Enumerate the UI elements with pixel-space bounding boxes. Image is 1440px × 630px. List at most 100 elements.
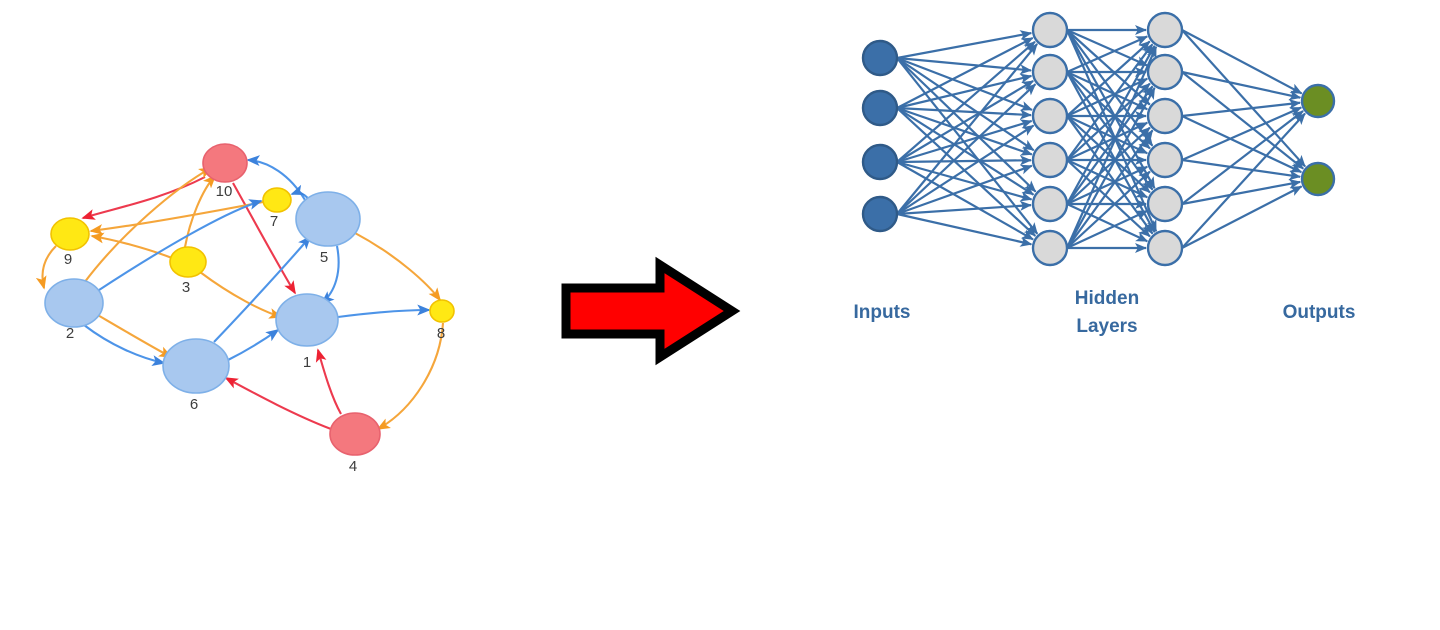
nn-edge-l2n0-l3n0 <box>1181 29 1303 95</box>
graph-node-6[interactable] <box>162 338 230 394</box>
nn-edge-l2n0-l3n1 <box>1181 29 1306 168</box>
nn-edge-l1n3-l2n4 <box>1066 159 1149 199</box>
nn-node-output-layer-1[interactable] <box>1300 83 1336 119</box>
nn-edge-l0n1-l1n5 <box>896 107 1037 237</box>
nn-edge-l1n0-l2n5 <box>1065 29 1158 232</box>
nn-node-hidden-layer-1-2[interactable] <box>1031 53 1069 91</box>
nn-edge-l0n1-l1n0 <box>896 36 1034 109</box>
graph-node-1[interactable] <box>275 293 339 347</box>
graph-edge-3-to-10 <box>183 174 217 248</box>
graph-node-label-6: 6 <box>190 396 198 413</box>
nn-edge-l0n3-l1n0 <box>896 43 1038 215</box>
graph-edge-4-to-1 <box>315 348 342 415</box>
nn-edge-l1n4-l2n1 <box>1066 85 1154 205</box>
nn-node-hidden-layer-2-2[interactable] <box>1146 53 1184 91</box>
nn-edge-l2n1-l3n1 <box>1181 71 1304 170</box>
nn-caption-hidden-layers-line2: Layers <box>1076 316 1137 337</box>
graph-node-label-5: 5 <box>320 249 328 266</box>
nn-node-hidden-layer-1-3[interactable] <box>1031 97 1069 135</box>
graph-edge-8-to-4 <box>376 322 445 430</box>
graph-edge-10-to-1 <box>232 182 296 295</box>
nn-edge-l2n3-l3n1 <box>1181 158 1302 181</box>
nn-edge-l0n3-l1n4 <box>896 200 1032 216</box>
nn-edge-l1n4-l2n0 <box>1066 45 1156 205</box>
graph-node-7[interactable] <box>262 187 292 213</box>
graph-edge-4-to-6 <box>224 377 332 430</box>
nn-edge-l1n4-l2n3 <box>1066 165 1149 205</box>
nn-edge-l1n5-l2n2 <box>1066 129 1154 249</box>
graph-node-label-10: 10 <box>216 183 233 200</box>
nn-caption-hidden-layers-line1: Hidden <box>1075 288 1139 309</box>
graph-edge-9-to-2 <box>35 245 57 290</box>
graph-node-4[interactable] <box>329 412 381 456</box>
nn-node-input-layer-1[interactable] <box>861 39 899 77</box>
nn-node-input-layer-4[interactable] <box>861 195 899 233</box>
graph-edge-2-to-6 <box>83 324 166 366</box>
nn-edge-l0n2-l1n4 <box>896 160 1033 202</box>
nn-edge-l2n4-l3n1 <box>1181 178 1302 206</box>
nn-edge-l0n2-l1n1 <box>896 79 1034 163</box>
graph-node-10[interactable] <box>202 143 248 183</box>
graph-node-label-9: 9 <box>64 251 72 268</box>
nn-edge-l0n1-l1n1 <box>896 73 1033 110</box>
nn-edge-l1n5-l2n3 <box>1066 170 1151 249</box>
nn-edge-l0n0-l1n1 <box>896 56 1032 75</box>
graph-node-label-1: 1 <box>303 354 311 371</box>
nn-node-hidden-layer-2-3[interactable] <box>1146 97 1184 135</box>
nn-node-hidden-layer-1-4[interactable] <box>1031 141 1069 179</box>
nn-edge-l0n3-l1n3 <box>896 164 1033 216</box>
nn-edge-l2n2-l3n1 <box>1181 115 1303 174</box>
nn-edge-l0n0-l1n2 <box>896 56 1033 111</box>
nn-edge-l0n2-l1n0 <box>896 40 1036 163</box>
graph-edge-3-to-1 <box>199 271 283 319</box>
nn-edge-l0n2-l1n5 <box>896 161 1034 241</box>
nn-edge-l0n2-l1n2 <box>896 119 1033 164</box>
graph-node-3[interactable] <box>169 246 207 278</box>
nn-edge-l2n5-l3n1 <box>1181 185 1303 249</box>
graph-node-5[interactable] <box>295 191 361 247</box>
nn-caption-inputs: Inputs <box>854 302 911 323</box>
nn-edge-l2n1-l3n0 <box>1181 70 1302 101</box>
nn-caption-outputs: Outputs <box>1283 302 1356 323</box>
graph-node-label-7: 7 <box>270 213 278 230</box>
graph-node-9[interactable] <box>50 217 90 251</box>
nn-edge-l1n3-l2n2 <box>1066 121 1149 161</box>
nn-node-hidden-layer-1-6[interactable] <box>1031 229 1069 267</box>
nn-node-hidden-layer-2-1[interactable] <box>1146 11 1184 49</box>
graph-edge-group <box>35 155 445 430</box>
nn-node-hidden-layer-2-4[interactable] <box>1146 141 1184 179</box>
nn-edge-l0n3-l1n2 <box>896 124 1035 215</box>
nn-edge-l2n3-l3n0 <box>1181 106 1303 162</box>
nn-edge-l1n3-l2n5 <box>1066 159 1151 238</box>
nn-edge-l0n0-l1n4 <box>896 57 1037 193</box>
nn-edge-l0n3-l1n5 <box>896 212 1033 247</box>
graph-node-8[interactable] <box>429 299 455 323</box>
graph-node-2[interactable] <box>44 278 104 328</box>
graph-node-label-2: 2 <box>66 325 74 342</box>
graph-edge-5-to-8 <box>354 232 442 302</box>
nn-edge-l2n4-l3n0 <box>1181 110 1304 205</box>
right-arrow-icon <box>561 256 741 366</box>
nn-node-hidden-layer-2-5[interactable] <box>1146 185 1184 223</box>
nn-edge-l0n2-l1n3 <box>896 155 1032 166</box>
nn-node-hidden-layer-1-5[interactable] <box>1031 185 1069 223</box>
nn-edge-l1n0-l2n1 <box>1066 28 1148 67</box>
graph-node-label-8: 8 <box>437 325 445 342</box>
nn-edge-l1n3-l2n0 <box>1066 43 1154 161</box>
nn-node-output-layer-2[interactable] <box>1300 161 1336 197</box>
nn-edge-l1n4-l2n2 <box>1066 126 1151 205</box>
nn-node-hidden-layer-2-6[interactable] <box>1146 229 1184 267</box>
nn-edge-l1n2-l2n0 <box>1066 40 1151 117</box>
nn-edge-l1n2-l2n3 <box>1066 115 1149 155</box>
arrow-panel <box>520 0 800 630</box>
nn-edge-l2n2-l3n0 <box>1181 98 1301 118</box>
nn-node-hidden-layer-1-1[interactable] <box>1031 11 1069 49</box>
nn-node-input-layer-3[interactable] <box>861 143 899 181</box>
nn-edge-l1n4-l2n5 <box>1066 203 1149 243</box>
nn-node-input-layer-2[interactable] <box>861 89 899 127</box>
nn-edge-l1n2-l2n5 <box>1066 115 1154 235</box>
